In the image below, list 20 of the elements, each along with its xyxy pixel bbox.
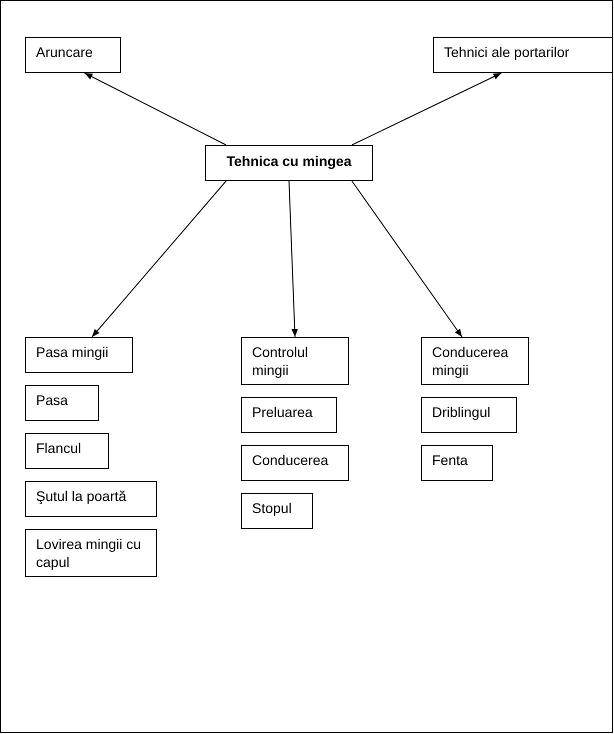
topic-box: Tehnici ale portarilor (433, 37, 613, 73)
arrow (351, 72, 502, 146)
topic-box: Fenta (421, 445, 493, 481)
central-topic-box: Tehnica cu mingea (205, 145, 373, 181)
arrow (288, 180, 298, 338)
topic-box: Pasa mingii (25, 337, 133, 373)
topic-box: Aruncare (25, 37, 121, 73)
topic-box: Flancul (25, 433, 109, 469)
arrow (84, 72, 227, 146)
arrow (351, 180, 463, 338)
topic-box: Conducerea (241, 445, 349, 481)
arrow (91, 180, 227, 338)
topic-box: Conducerea mingii (421, 337, 529, 385)
topic-box: Driblingul (421, 397, 517, 433)
topic-box: Şutul la poartă (25, 481, 157, 517)
topic-box: Lovirea mingii cu capul (25, 529, 157, 577)
topic-box: Preluarea (241, 397, 337, 433)
topic-box: Stopul (241, 493, 313, 529)
topic-box: Controlul mingii (241, 337, 349, 385)
topic-box: Pasa (25, 385, 99, 421)
